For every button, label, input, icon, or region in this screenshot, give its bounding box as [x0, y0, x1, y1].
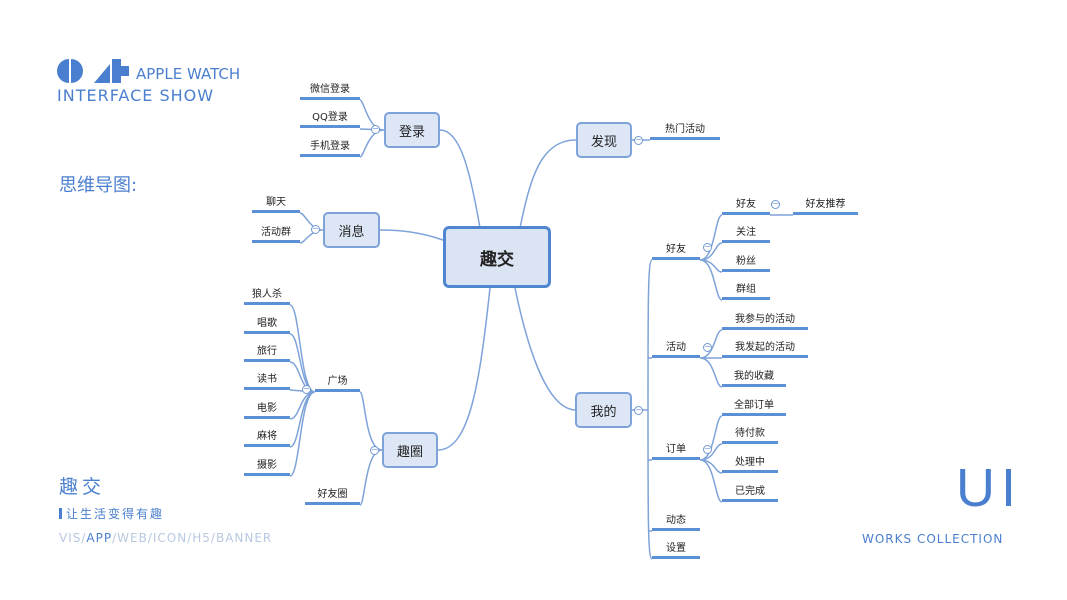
leaf-chat[interactable]: 聊天: [252, 198, 300, 213]
leaf-hot-activities[interactable]: 热门活动: [650, 125, 720, 140]
node-circle[interactable]: 趣圈: [382, 432, 438, 468]
leaf-label: 活动: [666, 342, 686, 353]
leaf-label: 电影: [257, 403, 277, 414]
leaf-label: 旅行: [257, 346, 277, 357]
logo-04-icon: [57, 59, 129, 83]
leaf-label: 已完成: [735, 486, 765, 497]
tags: VIS/APP/WEB/ICON/H5/BANNER: [59, 531, 272, 545]
leaf-label: 设置: [666, 543, 686, 554]
leaf-label: QQ登录: [312, 112, 348, 123]
collapse-icon[interactable]: −: [311, 224, 320, 234]
leaf-label: 群组: [736, 284, 756, 295]
leaf-activity[interactable]: 活动: [652, 343, 700, 358]
leaf-groups[interactable]: 群组: [722, 285, 770, 300]
leaf-label: 麻将: [257, 431, 277, 442]
collapse-icon[interactable]: −: [703, 444, 712, 454]
leaf-photo[interactable]: 摄影: [244, 461, 290, 476]
leaf-square[interactable]: 广场: [315, 377, 360, 392]
leaf-sing[interactable]: 唱歌: [244, 319, 290, 334]
leaf-phone-login[interactable]: 手机登录: [300, 142, 360, 157]
leaf-label: 唱歌: [257, 318, 277, 329]
leaf-created-activities[interactable]: 我发起的活动: [722, 343, 808, 358]
leaf-friends-sub[interactable]: 好友: [722, 200, 770, 215]
leaf-label: 好友圈: [317, 489, 348, 500]
leaf-label: 关注: [736, 227, 756, 238]
leaf-settings[interactable]: 设置: [652, 544, 700, 559]
leaf-processing[interactable]: 处理中: [722, 458, 778, 473]
leaf-travel[interactable]: 旅行: [244, 347, 290, 362]
leaf-label: 我参与的活动: [735, 314, 795, 325]
leaf-feed[interactable]: 动态: [652, 516, 700, 531]
leaf-joined-activities[interactable]: 我参与的活动: [722, 315, 808, 330]
node-center[interactable]: 趣交: [443, 226, 551, 288]
collapse-icon[interactable]: −: [634, 405, 643, 415]
leaf-follow[interactable]: 关注: [722, 228, 770, 243]
collapse-icon[interactable]: −: [703, 242, 712, 252]
works-collection: WORKS COLLECTION: [862, 532, 1004, 546]
leaf-label: 订单: [666, 444, 686, 455]
brand-line2: INTERFACE SHOW: [57, 86, 215, 105]
leaf-qq-login[interactable]: QQ登录: [300, 113, 360, 128]
leaf-label: 好友: [736, 199, 756, 210]
collapse-icon[interactable]: −: [370, 445, 379, 455]
leaf-friend-recommend[interactable]: 好友推荐: [793, 200, 858, 215]
leaf-label: 全部订单: [734, 400, 774, 411]
leaf-friends-circle[interactable]: 好友圈: [305, 490, 360, 505]
leaf-wechat-login[interactable]: 微信登录: [300, 85, 360, 100]
leaf-label: 手机登录: [310, 141, 350, 152]
leaf-label: 微信登录: [310, 84, 350, 95]
leaf-label: 读书: [257, 374, 277, 385]
node-message[interactable]: 消息: [323, 212, 380, 248]
leaf-label: 我发起的活动: [735, 342, 795, 353]
leaf-label: 摄影: [257, 460, 277, 471]
leaf-friends[interactable]: 好友: [652, 245, 700, 260]
leaf-favorites[interactable]: 我的收藏: [722, 372, 786, 387]
slogan-text: 让生活变得有趣: [66, 507, 165, 521]
tag: /WEB/ICON/H5/BANNER: [112, 531, 273, 545]
leaf-label: 我的收藏: [734, 371, 774, 382]
leaf-orders[interactable]: 订单: [652, 445, 700, 460]
leaf-label: 待付款: [735, 428, 765, 439]
tag-active: APP: [86, 531, 113, 545]
leaf-all-orders[interactable]: 全部订单: [722, 401, 786, 416]
leaf-reading[interactable]: 读书: [244, 375, 290, 390]
collapse-icon[interactable]: −: [771, 199, 780, 209]
leaf-mahjong[interactable]: 麻将: [244, 432, 290, 447]
leaf-label: 处理中: [735, 457, 765, 468]
ui-big: UI: [956, 458, 1022, 518]
tag: VIS/: [59, 531, 87, 545]
leaf-label: 好友推荐: [805, 199, 846, 210]
leaf-label: 热门活动: [665, 124, 705, 135]
leaf-label: 聊天: [266, 197, 286, 208]
section-title: 思维导图:: [59, 175, 138, 196]
leaf-label: 广场: [327, 376, 348, 387]
collapse-icon[interactable]: −: [634, 135, 643, 145]
leaf-label: 活动群: [261, 227, 291, 238]
leaf-pending-payment[interactable]: 待付款: [722, 429, 778, 444]
node-mine[interactable]: 我的: [575, 392, 632, 428]
collapse-icon[interactable]: −: [371, 124, 380, 134]
node-login[interactable]: 登录: [384, 112, 440, 148]
footer-title: 趣交: [59, 476, 106, 498]
leaf-movie[interactable]: 电影: [244, 404, 290, 419]
leaf-label: 狼人杀: [252, 289, 282, 300]
leaf-activity-group[interactable]: 活动群: [252, 228, 300, 243]
leaf-label: 粉丝: [736, 256, 756, 267]
leaf-fans[interactable]: 粉丝: [722, 257, 770, 272]
node-discover[interactable]: 发现: [576, 122, 632, 158]
leaf-werewolf[interactable]: 狼人杀: [244, 290, 290, 305]
brand-line1: APPLE WATCH: [136, 65, 241, 83]
leaf-label: 动态: [666, 515, 686, 526]
slogan: 让生活变得有趣: [59, 505, 164, 522]
logo-04: [56, 58, 130, 84]
collapse-icon[interactable]: −: [703, 342, 712, 352]
collapse-icon[interactable]: −: [302, 384, 311, 394]
leaf-completed[interactable]: 已完成: [722, 487, 778, 502]
leaf-label: 好友: [666, 244, 686, 255]
